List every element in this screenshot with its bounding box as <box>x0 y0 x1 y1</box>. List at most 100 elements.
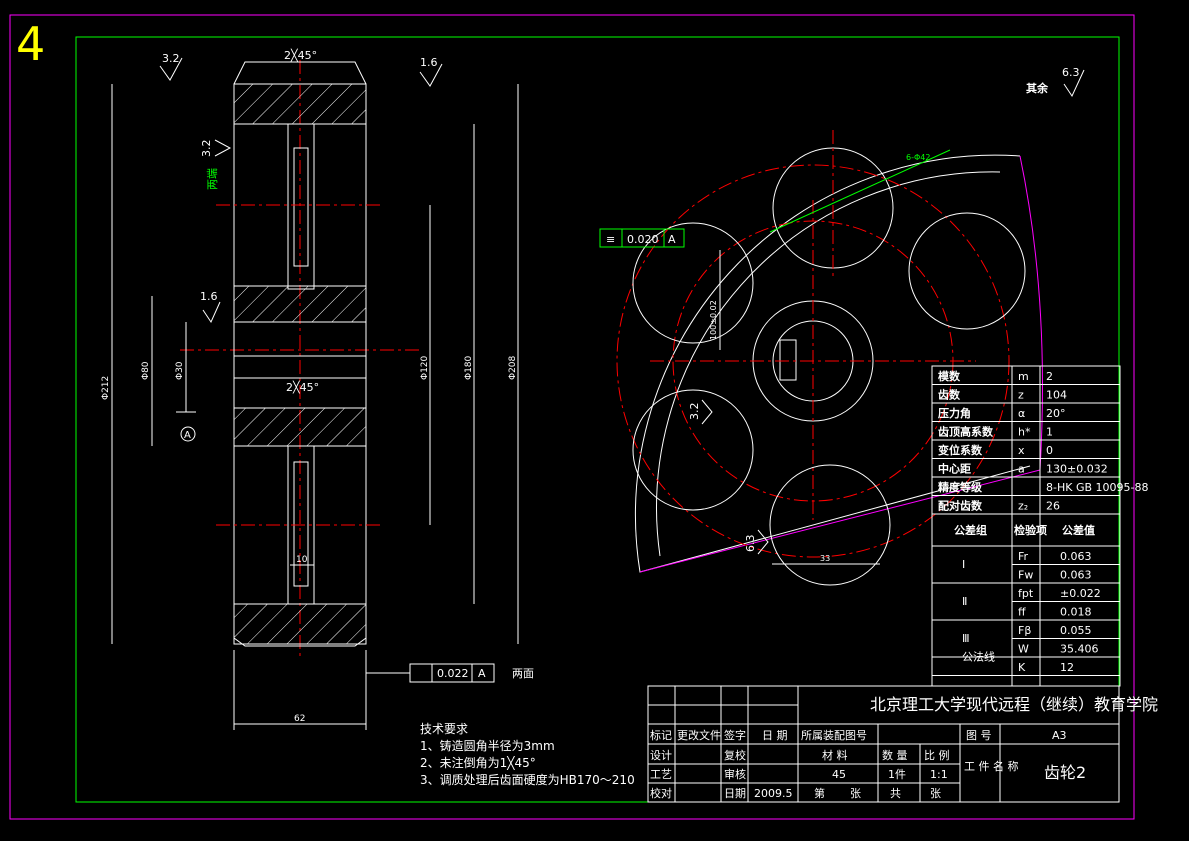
upper-rim-hatch <box>233 83 367 125</box>
both-ends-label: 两端 <box>206 168 219 190</box>
both-faces-label: 两面 <box>512 667 534 680</box>
dim-web: Φ120 <box>420 355 430 380</box>
tb-part-name: 齿轮2 <box>1044 763 1086 782</box>
outer-border <box>9 14 1135 820</box>
tb-qty-label: 数 量 <box>882 749 908 762</box>
tb-sheet-unit: 张 <box>850 787 861 800</box>
tol-header-item: 检验项 <box>1014 523 1047 537</box>
tech-req-item-2: 2、未注倒角为1╳45° <box>420 755 536 770</box>
param-val-4: 0 <box>1046 444 1053 457</box>
tol-val-1: 0.063 <box>1060 569 1092 582</box>
dim-keyway: 33 <box>820 554 830 563</box>
section-view: 3.2 1.6 1.6 3.2 两端 2╳45° 2╳45° Φ212 Φ80 … <box>101 48 534 730</box>
tb-checked: 校对 <box>650 786 672 800</box>
dim-web-thick: 10 <box>296 555 308 565</box>
param-val-7: 26 <box>1046 500 1060 513</box>
tech-req-item-3: 3、调质处理后齿面硬度为HB170～210 <box>420 772 635 787</box>
param-val-6: 8-HK GB 10095-88 <box>1046 481 1148 494</box>
upper-web-inner <box>293 147 309 267</box>
roughness-other-label: 其余 <box>1026 81 1049 95</box>
dim-hub: Φ80 <box>141 361 151 380</box>
upper-web <box>287 123 315 290</box>
tol-sym-2: fpt <box>1018 587 1034 600</box>
lightening-hole-4 <box>632 389 754 511</box>
tb-scale: 1:1 <box>930 768 948 781</box>
tb-sign: 签字 <box>724 728 746 742</box>
param-val-5: 130±0.032 <box>1046 463 1108 476</box>
symmetry-tol: 0.020 <box>627 233 659 246</box>
keyway <box>779 339 797 381</box>
tb-qty: 1件 <box>888 768 906 781</box>
runout-ref: A <box>478 667 486 680</box>
pitch-circle <box>616 164 1010 558</box>
tol-header-value: 公差值 <box>1062 523 1095 537</box>
param-name-5: 中心距 <box>938 462 971 476</box>
roughness-side: 3.2 <box>200 140 213 158</box>
tol-group-2: Ⅱ <box>962 595 967 608</box>
technical-requirements: 技术要求 1、铸造圆角半径为3mm 2、未注倒角为1╳45° 3、调质处理后齿面… <box>420 722 635 787</box>
tol-header-group: 公差组 <box>954 523 987 537</box>
param-val-3: 1 <box>1046 426 1053 439</box>
lower-rim-hatch <box>233 603 367 645</box>
tb-scale-label: 比 例 <box>924 748 950 762</box>
tb-date: 日 期 <box>762 729 788 742</box>
tol-sym-3: ff <box>1018 606 1026 619</box>
dim-holes-pcd: 100±0.02 <box>709 300 718 340</box>
tb-review: 审核 <box>724 767 746 781</box>
runout-frame <box>409 663 495 683</box>
runout-tol: 0.022 <box>437 667 469 680</box>
lower-web-inner <box>293 461 309 587</box>
roughness-gear-2: 6.3 <box>744 535 757 553</box>
param-name-6: 精度等级 <box>938 480 983 494</box>
tb-date-value: 2009.5 <box>754 787 793 800</box>
tol-val-0: 0.063 <box>1060 550 1092 563</box>
param-sym-1: z <box>1018 389 1024 402</box>
datum-a-label: A <box>184 430 191 441</box>
school-name: 北京理工大学现代远程（继续）教育学院 <box>870 695 1158 714</box>
param-name-2: 压力角 <box>938 406 971 420</box>
tb-drawing-no-label: 图 号 <box>966 729 992 742</box>
param-sym-0: m <box>1018 370 1029 383</box>
roughness-other-value: 6.3 <box>1062 66 1080 79</box>
symmetry-ref: A <box>668 233 676 246</box>
param-val-2: 20° <box>1046 407 1066 420</box>
roughness-bore: 1.6 <box>200 290 218 303</box>
tol-sym-6: K <box>1018 661 1026 674</box>
chamfer-top-label: 2╳45° <box>284 48 317 62</box>
tol-val-5: 35.406 <box>1060 643 1099 656</box>
tol-val-3: 0.018 <box>1060 606 1092 619</box>
lightening-hole-2 <box>632 222 754 344</box>
tb-sheet-label: 第 <box>814 786 825 800</box>
datum-a-circle <box>180 426 196 442</box>
roughness-gear-1: 3.2 <box>688 403 701 421</box>
param-sym-5: a <box>1018 463 1025 476</box>
tb-total-label: 共 <box>890 787 901 800</box>
dim-width: 62 <box>294 714 305 724</box>
tol-sym-0: Fr <box>1018 550 1029 563</box>
front-view: 6-Φ42 100±0.02 ≡ 0.020 A 33 3.2 6.3 6.3 … <box>599 66 1085 586</box>
tol-val-2: ±0.022 <box>1060 587 1101 600</box>
lightening-hole-5 <box>769 464 891 586</box>
chamfer-mid-label: 2╳45° <box>286 380 319 394</box>
param-sym-2: α <box>1018 407 1025 420</box>
dim-holes: 6-Φ42 <box>906 153 930 162</box>
sheet-number: 4 <box>16 17 45 71</box>
tb-assembly-no: 所属装配图号 <box>801 729 867 742</box>
tb-date-label: 日期 <box>724 787 746 800</box>
tech-req-title: 技术要求 <box>420 722 468 736</box>
tb-design: 设计 <box>650 749 672 762</box>
param-name-3: 齿顶高系数 <box>938 425 994 439</box>
dim-tip: Φ208 <box>508 355 518 380</box>
param-val-1: 104 <box>1046 389 1067 402</box>
param-name-7: 配对齿数 <box>938 499 983 513</box>
symmetry-frame <box>599 228 685 248</box>
roughness-top-right: 1.6 <box>420 56 438 69</box>
param-sym-4: x <box>1018 444 1025 457</box>
tol-sym-5: W <box>1018 643 1029 656</box>
param-name-1: 齿数 <box>938 388 961 402</box>
roughness-top-left: 3.2 <box>162 52 180 65</box>
param-sym-7: z₂ <box>1018 500 1028 513</box>
param-name-0: 模数 <box>938 369 961 383</box>
